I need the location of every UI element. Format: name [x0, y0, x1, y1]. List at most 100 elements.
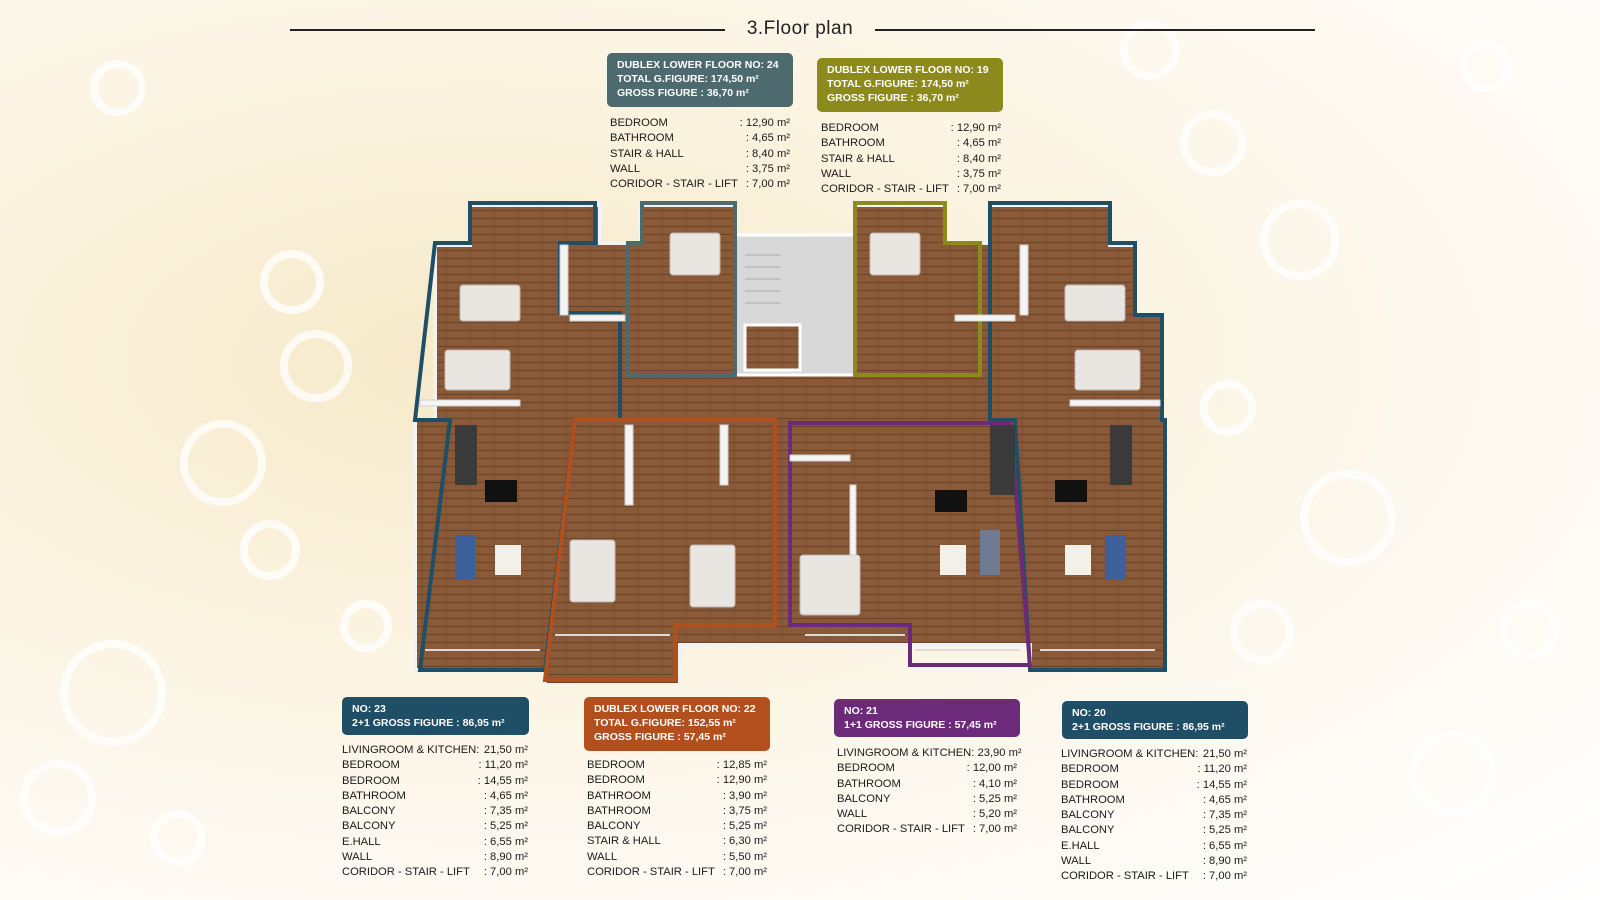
area-value: : 7,00 m²	[972, 823, 1017, 836]
area-label: BATHROOM	[587, 789, 651, 802]
interior-wall	[569, 314, 626, 322]
coffee-table	[1065, 545, 1091, 575]
bubble-decoration	[20, 760, 96, 836]
unit-19-title: DUBLEX LOWER FLOOR NO: 19	[827, 64, 989, 76]
area-value: : 7,00 m²	[745, 178, 790, 191]
area-row: BEDROOM: 14,55 m²	[342, 774, 528, 789]
area-row: BEDROOM: 12,85 m²	[587, 758, 767, 773]
unit-24-total: TOTAL G.FIGURE: 174,50 m²	[617, 73, 759, 85]
area-label: BATHROOM	[587, 804, 651, 817]
area-row: E.HALL: 6,55 m²	[1061, 839, 1247, 854]
area-row: BATHROOM : 3,75 m²	[587, 804, 767, 819]
area-value: : 12,90 m²	[950, 122, 1001, 134]
area-value: : 4,65 m²	[745, 132, 790, 145]
area-row: CORIDOR - STAIR - LIFT: 7,00 m²	[610, 177, 790, 192]
bed	[569, 539, 616, 603]
interior-wall	[849, 484, 857, 556]
area-label: BEDROOM	[821, 122, 879, 134]
area-row: WALL: 5,20 m²	[837, 807, 1017, 822]
unit-24-gross: GROSS FIGURE : 36,70 m²	[617, 87, 749, 99]
area-value: : 23,90 m²	[971, 747, 1022, 759]
area-value: : 3,75 m²	[722, 804, 767, 817]
coffee-table	[495, 545, 521, 575]
area-value: : 11,20 m²	[1197, 763, 1247, 776]
area-row: LIVINGROOM & KITCHEN:21,50 m²	[342, 743, 528, 758]
area-value: : 7,00 m²	[483, 866, 528, 879]
unit-20-title: NO: 20	[1072, 707, 1106, 719]
unit-21-header: NO: 21 1+1 GROSS FIGURE : 57,45 m²	[834, 699, 1020, 737]
bubble-decoration	[90, 60, 146, 116]
area-row: WALL : 8,90 m²	[342, 850, 528, 865]
area-label: BATHROOM	[821, 137, 885, 150]
area-row: WALL: 5,50 m²	[587, 850, 767, 865]
area-label: WALL	[342, 851, 373, 864]
dining-table	[1055, 480, 1087, 502]
area-row: LIVINGROOM & KITCHEN: 23,90 m²	[837, 746, 1022, 761]
area-row: BALCONY: 5,25 m²	[342, 819, 528, 834]
unit-23-area-list: LIVINGROOM & KITCHEN:21,50 m² BEDROOM: 1…	[342, 743, 528, 881]
bubble-decoration	[1230, 600, 1294, 664]
area-label: WALL	[837, 808, 868, 821]
area-row: BEDROOM : 12,90 m²	[821, 121, 1001, 136]
bubble-decoration	[1200, 380, 1256, 436]
area-value: 21,50 m²	[483, 744, 528, 756]
area-row: BEDROOM: 11,20 m²	[342, 758, 528, 773]
area-row: BATHROOM: 4,10 m²	[837, 777, 1017, 792]
area-label: CORIDOR - STAIR - LIFT	[837, 823, 965, 836]
bubble-decoration	[1460, 40, 1512, 92]
bubble-decoration	[150, 810, 206, 866]
area-label: CORIDOR - STAIR - LIFT	[342, 866, 470, 879]
area-label: LIVINGROOM & KITCHEN:	[342, 744, 480, 756]
unit-19-total: TOTAL G.FIGURE: 174,50 m²	[827, 78, 969, 90]
area-label: WALL	[821, 167, 852, 180]
area-row: BATHROOM: 3,90 m²	[587, 789, 767, 804]
area-row: CORIDOR - STAIR - LIFT : 7,00 m²	[837, 822, 1017, 837]
bubble-decoration	[340, 600, 392, 652]
sofa	[455, 535, 475, 580]
area-label: STAIR & HALL	[821, 152, 895, 165]
area-row: BALCONY: 5,25 m²	[587, 819, 767, 834]
unit-22-total: TOTAL G.FIGURE: 152,55 m²	[594, 717, 736, 729]
sofa	[980, 530, 1000, 575]
area-value: : 12,85 m²	[716, 759, 767, 771]
area-value: : 8,90 m²	[483, 851, 528, 864]
area-label: WALL	[1061, 855, 1092, 868]
area-row: BEDROOM: 12,90 m²	[587, 773, 767, 788]
floor-plan-illustration	[412, 201, 1167, 685]
unit-19-area-list: BEDROOM: 12,90 m² BATHROOM: 4,65 m² STAI…	[821, 121, 1001, 197]
dining-table	[935, 490, 967, 512]
area-label: BALCONY	[837, 792, 891, 805]
area-value: : 7,00 m²	[722, 866, 767, 879]
unit-24-outline	[626, 201, 737, 377]
interior-wall	[559, 244, 569, 316]
area-row: STAIR & HALL: 8,40 m²	[821, 152, 1001, 167]
area-label: BEDROOM	[587, 774, 645, 787]
unit-23-title: NO: 23	[352, 703, 386, 715]
area-value: 21,50 m²	[1202, 748, 1247, 760]
interior-wall	[624, 424, 634, 506]
bed	[459, 284, 521, 322]
unit-24-title: DUBLEX LOWER FLOOR NO: 24	[617, 59, 779, 71]
area-row: BALCONY: 7,35 m²	[1061, 808, 1247, 823]
area-label: BALCONY	[342, 820, 396, 833]
bubble-decoration	[60, 640, 166, 746]
area-value: : 14,55 m²	[1196, 778, 1247, 791]
area-value: : 5,25 m²	[972, 792, 1017, 805]
area-label: BEDROOM	[342, 774, 400, 787]
area-row: BEDROOM: 12,90 m²	[610, 116, 790, 131]
area-value: : 8,90 m²	[1202, 855, 1247, 868]
bed	[669, 232, 721, 276]
unit-22-outline	[542, 418, 777, 682]
unit-21-area-list: LIVINGROOM & KITCHEN: 23,90 m² BEDROOM: …	[837, 746, 1022, 838]
area-label: CORIDOR - STAIR - LIFT	[821, 183, 949, 196]
area-label: BATHROOM	[610, 132, 674, 145]
unit-24-header: DUBLEX LOWER FLOOR NO: 24 TOTAL G.FIGURE…	[607, 53, 793, 107]
area-label: BALCONY	[587, 820, 641, 833]
kitchen-counter	[1110, 425, 1132, 485]
area-row: BALCONY : 5,25 m²	[837, 792, 1017, 807]
interior-wall	[789, 454, 851, 462]
bed	[1074, 349, 1141, 391]
unit-20-area-list: LIVINGROOM & KITCHEN:21,50 m² BEDROOM: 1…	[1061, 747, 1247, 885]
unit-19-outline	[853, 201, 982, 377]
page-title: 3.Floor plan	[746, 18, 854, 39]
